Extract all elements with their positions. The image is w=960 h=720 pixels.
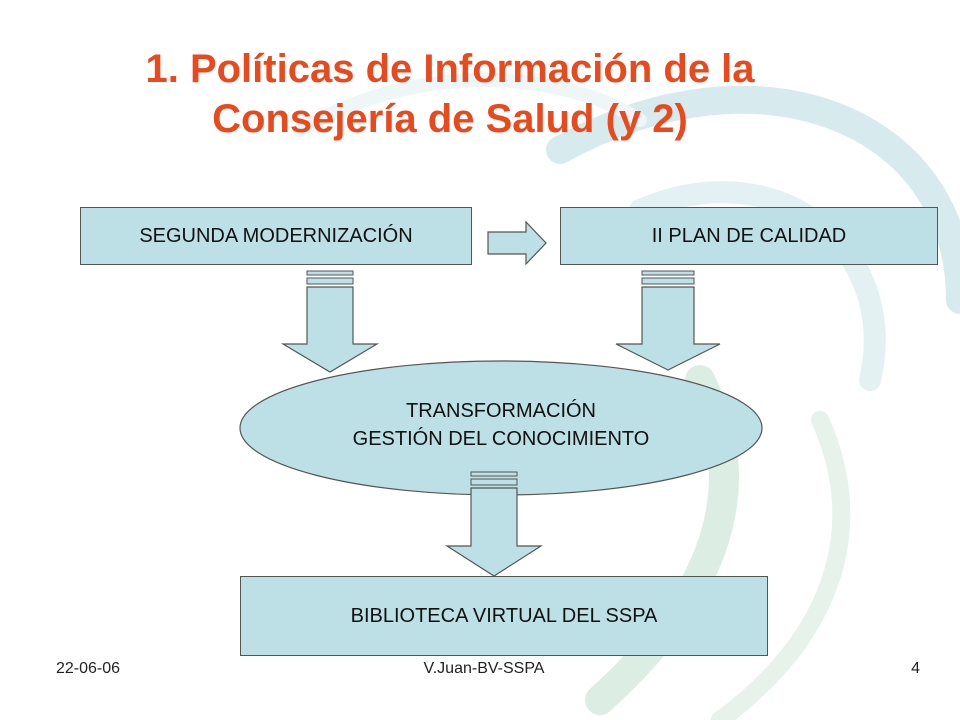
ellipse-line-2: GESTIÓN DEL CONOCIMIENTO [352, 428, 650, 450]
footer-date: 22-06-06 [56, 660, 121, 677]
slide-title: 1. Políticas de Información de la Consej… [40, 44, 860, 144]
title-line-2: Consejería de Salud (y 2) [212, 97, 688, 141]
page-number: 4 [911, 660, 920, 677]
ellipse-label: TRANSFORMACIÓN GESTIÓN DEL CONOCIMIENTO [240, 397, 762, 453]
biblioteca-virtual-box: BIBLIOTECA VIRTUAL DEL SSPA [240, 576, 768, 656]
plan-calidad-box: II PLAN DE CALIDAD [560, 207, 938, 265]
footer-author: V.Juan-BV-SSPA [423, 660, 545, 677]
title-line-1: 1. Políticas de Información de la [145, 47, 755, 91]
ellipse-line-1: TRANSFORMACIÓN [406, 400, 596, 422]
segunda-modernizacion-box: SEGUNDA MODERNIZACIÓN [80, 207, 472, 265]
